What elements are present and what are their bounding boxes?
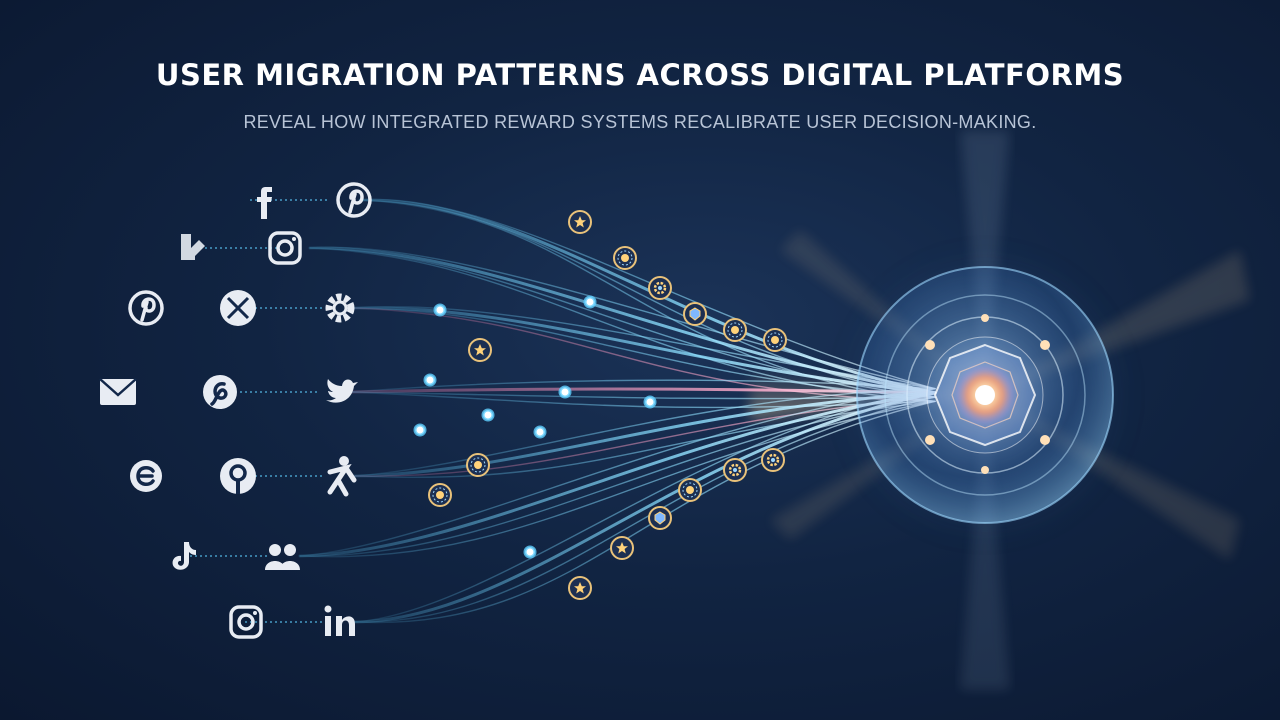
- migration-stream: [349, 391, 936, 400]
- migration-stream: [359, 199, 936, 402]
- instagram-icon: [229, 605, 263, 639]
- sun-badge-icon: [466, 453, 490, 477]
- junction-node: [583, 295, 597, 309]
- junction-node: [413, 423, 427, 437]
- migration-streams: [190, 198, 937, 624]
- migration-stream: [348, 387, 937, 395]
- reward-hub: [835, 245, 1135, 545]
- junction-node: [643, 395, 657, 409]
- junction-node: [558, 385, 572, 399]
- linkedin-icon: [324, 605, 355, 636]
- sun-badge-icon: [428, 483, 452, 507]
- migration-stream: [354, 396, 936, 623]
- junction-node: [533, 425, 547, 439]
- gear-badge-icon: [761, 448, 785, 472]
- junction-node: [481, 408, 495, 422]
- x-icon: [220, 290, 256, 326]
- junction-node: [523, 545, 537, 559]
- sun-badge-icon: [723, 318, 747, 342]
- migration-stream: [353, 306, 937, 395]
- e-app-icon: [130, 460, 162, 492]
- sun-badge-icon: [763, 328, 787, 352]
- pin-app-icon: [220, 458, 256, 494]
- pinterest-icon: [128, 290, 164, 326]
- migration-stream: [299, 396, 936, 557]
- people-icon: [265, 544, 300, 570]
- migration-stream: [353, 391, 937, 478]
- page-subtitle: REVEAL HOW INTEGRATED REWARD SYSTEMS REC…: [243, 112, 1037, 132]
- migration-stream: [299, 388, 936, 557]
- social-app-icon: [181, 234, 205, 260]
- migration-stream: [358, 198, 937, 395]
- tiktok-icon: [172, 542, 196, 570]
- gear-badge-icon: [723, 458, 747, 482]
- migration-stream: [354, 396, 936, 477]
- reward-badges: [428, 210, 787, 600]
- star-badge-icon: [568, 210, 592, 234]
- migration-stream: [354, 400, 936, 479]
- sun-badge-icon: [613, 246, 637, 270]
- migration-stream: [298, 391, 937, 558]
- migration-stream: [353, 391, 937, 624]
- star-badge-icon: [610, 536, 634, 560]
- junction-node: [433, 303, 447, 317]
- instagram-icon: [268, 231, 302, 265]
- thread-icon: [203, 375, 237, 409]
- pinterest-icon: [336, 182, 372, 218]
- facebook-icon: [257, 187, 272, 219]
- mail-icon: [99, 378, 137, 405]
- star-badge-icon: [468, 338, 492, 362]
- gear-icon: [325, 293, 355, 323]
- page-title: USER MIGRATION PATTERNS ACROSS DIGITAL P…: [155, 58, 1125, 92]
- migration-stream: [354, 307, 936, 398]
- sun-badge-icon: [678, 478, 702, 502]
- platform-icons: [99, 182, 372, 639]
- junction-node: [423, 373, 437, 387]
- gear-badge-icon: [648, 276, 672, 300]
- migration-stream: [349, 391, 936, 409]
- star-badge-icon: [568, 576, 592, 600]
- twitter-icon: [326, 379, 358, 403]
- migration-stream: [309, 246, 936, 390]
- shield-badge-icon: [683, 302, 707, 326]
- user-figure-icon: [327, 456, 357, 497]
- shield-badge-icon: [648, 506, 672, 530]
